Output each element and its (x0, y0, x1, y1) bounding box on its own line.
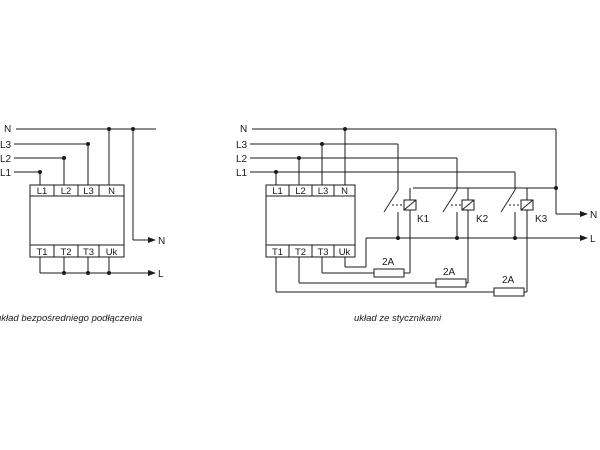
left-terminal-t3: T3 (83, 247, 94, 258)
fuse-2-label: 2A (443, 267, 456, 278)
left-junction-n (107, 127, 111, 131)
right-label-l3: L3 (236, 140, 248, 151)
right-label-l1: L1 (236, 168, 248, 179)
left-caption: układ bezpośredniego podłączenia (0, 313, 143, 324)
right-label-n: N (240, 124, 247, 135)
left-terminal-l1: L1 (37, 186, 48, 197)
contactor-k1: K1 (383, 188, 430, 240)
left-label-n: N (4, 124, 11, 135)
k1-label: K1 (417, 214, 430, 225)
fuse-3-label: 2A (502, 275, 515, 286)
left-terminal-t1: T1 (36, 247, 47, 258)
right-terminal-uk: Uk (339, 247, 351, 258)
fuse-1 (373, 268, 405, 278)
left-junction-l2 (62, 156, 66, 160)
fuse-1-label: 2A (382, 257, 395, 268)
left-terminal-t2: T2 (60, 247, 71, 258)
right-terminal-t3: T3 (317, 247, 328, 258)
k2-label: K2 (476, 214, 489, 225)
right-terminal-t1: T1 (272, 247, 283, 258)
k3-label: K3 (535, 214, 548, 225)
right-terminal-n: N (341, 186, 348, 197)
right-caption: układ ze stycznikami (354, 313, 442, 324)
right-terminal-l3: L3 (318, 186, 329, 197)
right-terminal-l2: L2 (295, 186, 306, 197)
left-terminal-uk: Uk (106, 247, 118, 258)
contactor-k2: K2 (442, 188, 489, 240)
k3-switch-blade (500, 189, 516, 213)
left-terminal-n: N (108, 186, 115, 197)
left-junction-l1 (38, 170, 42, 174)
k2-switch-blade (442, 189, 458, 213)
contactor-k3: K3 (500, 188, 548, 240)
left-label-l1: L1 (0, 168, 12, 179)
left-out-l-label: L (158, 269, 164, 280)
left-terminal-l2: L2 (61, 186, 72, 197)
left-label-l2: L2 (0, 154, 12, 165)
fuse-2 (435, 278, 467, 288)
left-out-n-label: N (158, 236, 165, 247)
right-label-l2: L2 (236, 154, 248, 165)
contactor-connection-diagram: N L3 L2 L1 L1 L2 L3 N T1 T2 T3 Uk (236, 124, 597, 297)
left-terminal-l3: L3 (83, 186, 94, 197)
left-out-n-arrow (148, 237, 156, 243)
left-out-l-arrow (148, 270, 156, 276)
right-terminal-l1: L1 (272, 186, 283, 197)
right-out-n-label: N (590, 210, 597, 221)
left-junction-l3 (86, 142, 90, 146)
right-terminal-t2: T2 (295, 247, 306, 258)
fuse-3 (493, 287, 525, 297)
right-out-l-arrow (580, 235, 588, 241)
right-out-n-arrow (580, 211, 588, 217)
direct-connection-diagram: N L3 L2 L1 L1 L2 L3 N T1 T2 T3 Uk (0, 124, 165, 280)
right-out-l-label: L (590, 234, 596, 245)
k1-switch-blade (383, 189, 399, 213)
left-label-l3: L3 (0, 140, 12, 151)
